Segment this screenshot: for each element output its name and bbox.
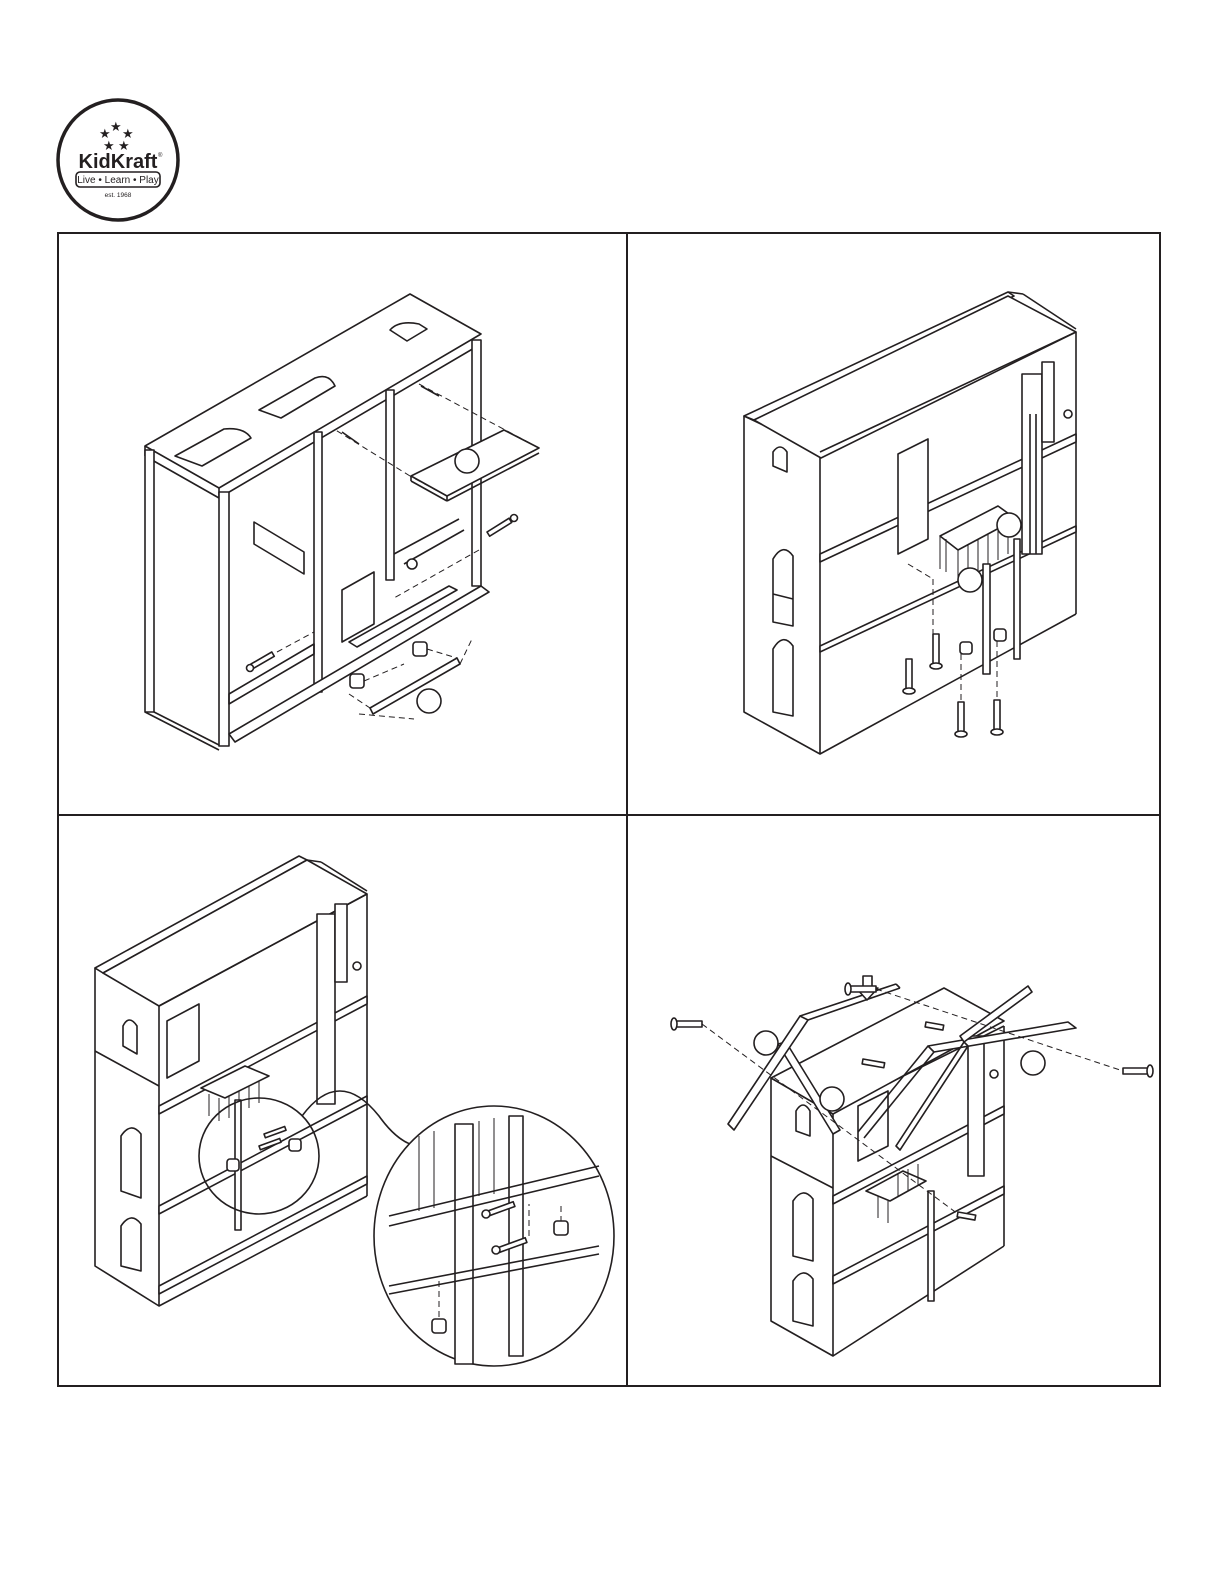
step-2-panel: [628, 234, 1161, 814]
svg-text:★: ★: [110, 119, 122, 134]
callout-circle: [997, 513, 1021, 537]
step-1-diagram: [59, 234, 626, 814]
callout-circle: [417, 689, 441, 713]
step-4-diagram: [628, 816, 1161, 1385]
callout-circle: [958, 568, 982, 592]
svg-text:Live • Learn • Play: Live • Learn • Play: [77, 175, 159, 186]
callout-circle: [455, 449, 479, 473]
svg-text:®: ®: [158, 152, 163, 159]
callout-circle: [820, 1087, 844, 1111]
kidkraft-logo: ★ ★ ★ ★ ★ KidKraft ® Live • Learn • Play…: [55, 97, 181, 223]
step-3-panel: [59, 816, 626, 1385]
svg-text:est. 1968: est. 1968: [105, 192, 132, 199]
svg-text:KidKraft: KidKraft: [79, 151, 158, 173]
step-1-panel: [59, 234, 626, 814]
step-2-diagram: [628, 234, 1161, 814]
callout-circle: [754, 1031, 778, 1055]
callout-circle: [1021, 1051, 1045, 1075]
step-4-panel: [628, 816, 1161, 1385]
step-3-diagram: [59, 816, 626, 1385]
instruction-grid: [57, 232, 1161, 1387]
